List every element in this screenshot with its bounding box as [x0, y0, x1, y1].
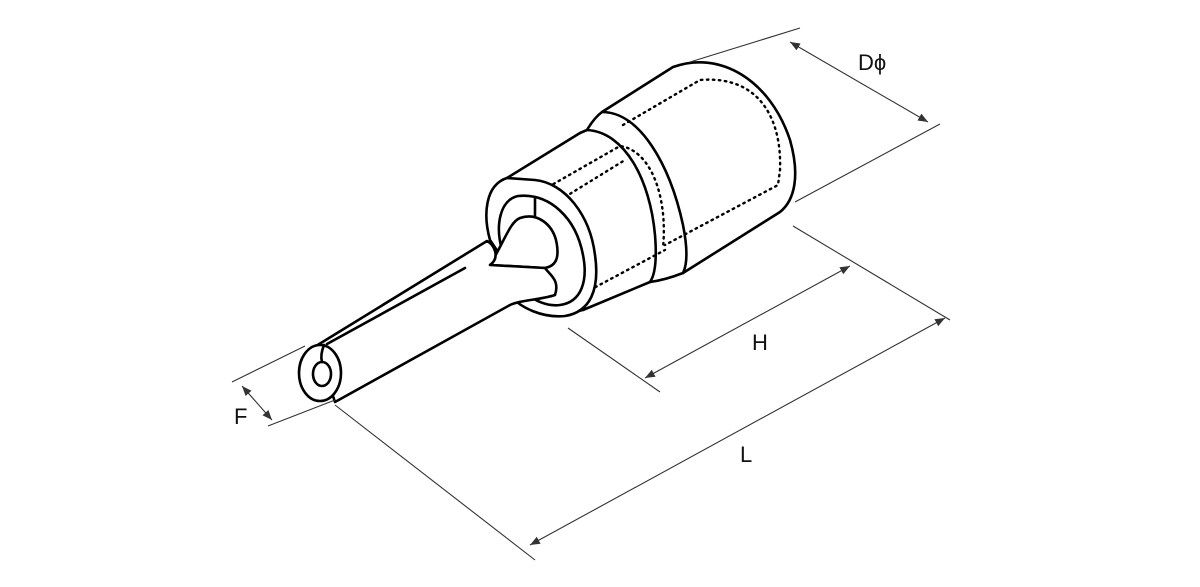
- pin-hole: [311, 360, 333, 388]
- dimension-diameter: Dϕ: [689, 27, 941, 203]
- pin: [297, 239, 558, 404]
- label-height: H: [752, 330, 768, 355]
- dimension-length: L: [334, 317, 946, 561]
- label-length: L: [740, 442, 752, 467]
- label-diameter: Dϕ: [858, 50, 886, 75]
- label-pin: F: [234, 404, 247, 429]
- dimension-pin: F: [231, 345, 336, 429]
